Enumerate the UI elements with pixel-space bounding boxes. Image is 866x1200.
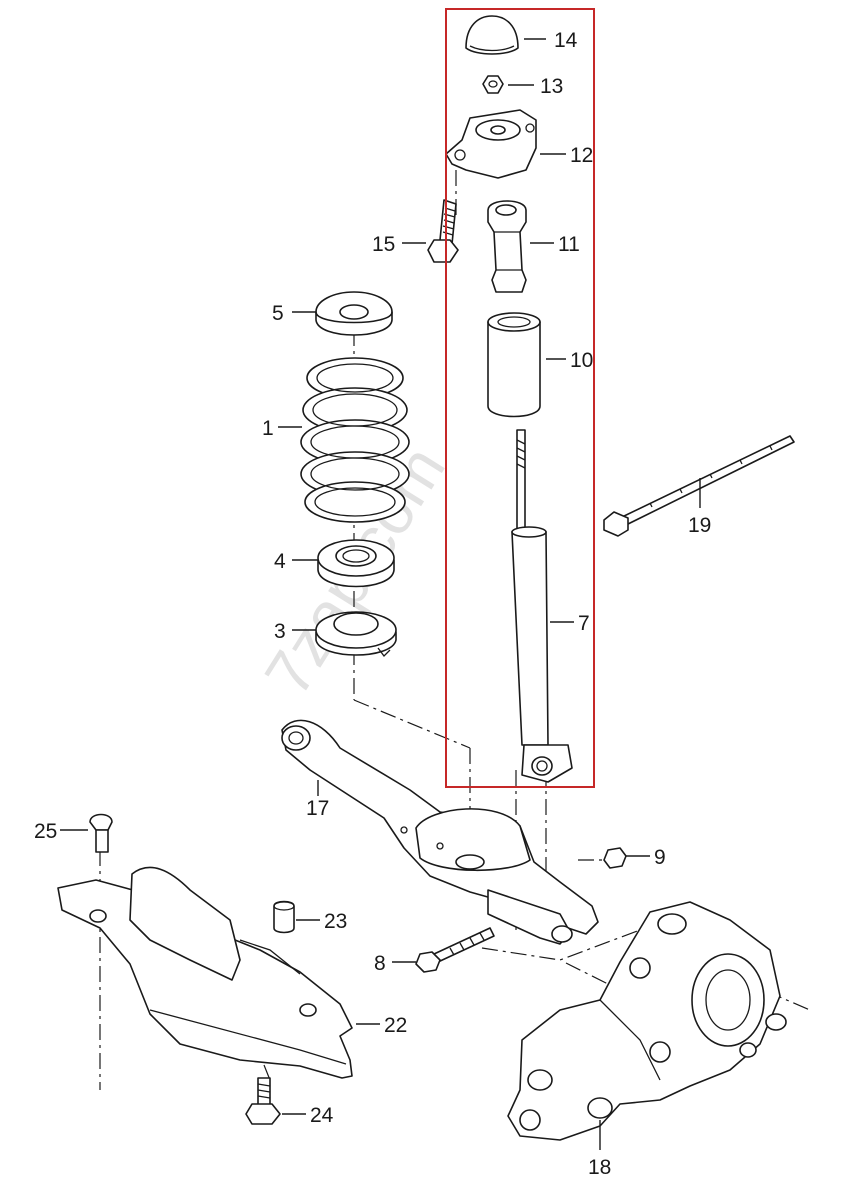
label-9: 9 [654,846,666,869]
part-23-grommet [273,900,295,934]
part-19-cable-tie [603,435,795,537]
part-number-labels: 14 13 12 11 10 7 15 5 1 4 3 19 17 9 8 25… [34,29,711,1179]
label-13: 13 [540,75,563,98]
part-15-bolt [427,199,459,263]
label-14: 14 [554,29,578,52]
label-25: 25 [34,820,57,843]
part-9-nut [603,847,627,869]
label-23: 23 [324,910,347,933]
label-8: 8 [374,952,386,975]
part-22-underbody-cover [57,866,353,1079]
label-5: 5 [272,302,284,325]
label-7: 7 [578,612,590,635]
label-1: 1 [262,417,274,440]
part-1-coil-spring [300,357,410,523]
part-13-nut [482,75,504,94]
part-7-shock-absorber [511,429,573,783]
part-14-cap [465,15,519,55]
label-3: 3 [274,620,286,643]
part-18-wheel-carrier [507,901,787,1141]
part-17-lower-control-arm [281,719,599,945]
label-11: 11 [558,233,580,256]
part-3-lower-spring-seat [315,611,397,657]
label-12: 12 [570,144,593,167]
leader-lines [60,38,701,1150]
label-15: 15 [372,233,395,256]
label-10: 10 [570,349,593,372]
label-24: 24 [310,1104,334,1127]
part-8-bolt [415,927,495,973]
part-25-clip [89,813,113,853]
part-24-bolt [245,1077,281,1125]
highlight-frame [445,8,595,788]
label-17: 17 [306,797,329,820]
label-19: 19 [688,514,711,537]
label-18: 18 [588,1156,611,1179]
part-11-bump-stop [487,200,527,293]
part-4-spring-pad [317,539,395,588]
label-22: 22 [384,1014,407,1037]
label-4: 4 [274,550,286,573]
part-10-dust-boot [487,312,541,418]
part-12-upper-mount [445,109,537,179]
part-5-spring-seat [315,291,393,336]
